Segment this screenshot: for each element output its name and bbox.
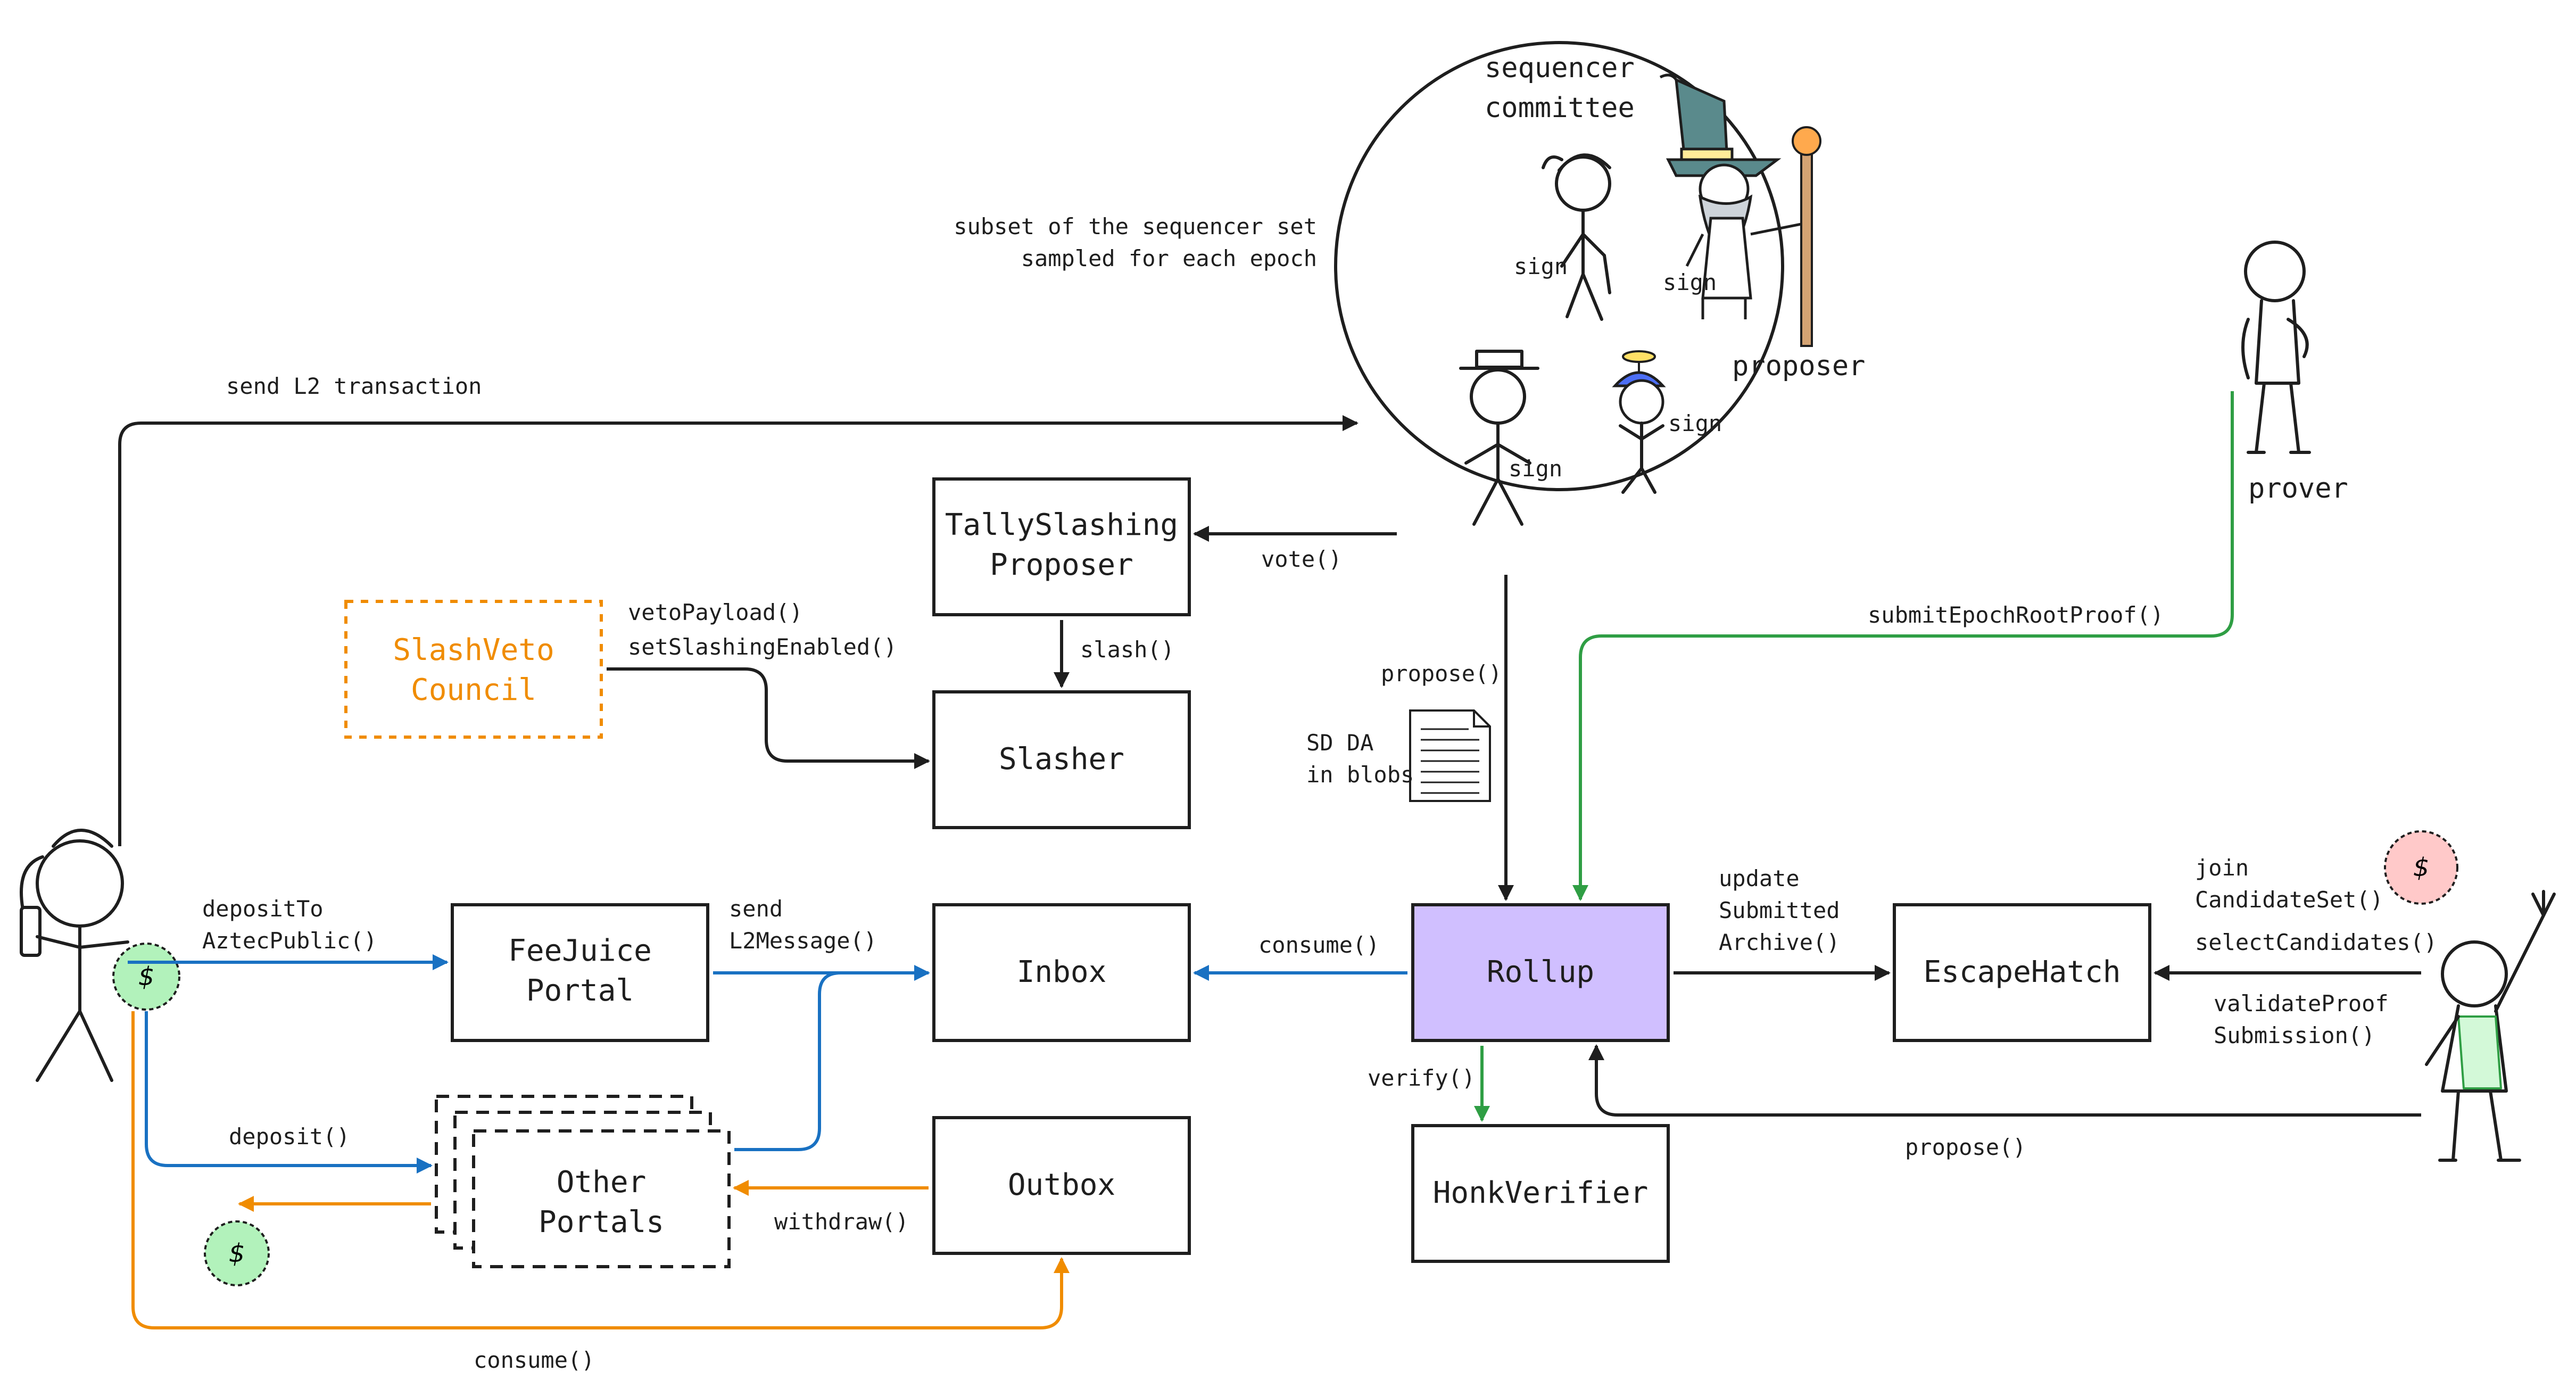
prover-label: prover	[2248, 473, 2348, 505]
label-verify: verify()	[1368, 1065, 1475, 1091]
sign-label-3: sign	[1509, 456, 1562, 482]
label-veto-payload: vetoPayload()	[628, 599, 803, 625]
label-consume-bottom: consume()	[474, 1347, 595, 1373]
svg-text:$: $	[138, 962, 155, 992]
arrow-veto	[607, 667, 930, 769]
label-update-2: Submitted	[1719, 897, 1840, 923]
svg-text:$: $	[229, 1238, 245, 1268]
committee-subset-line1: subset of the sequencer set	[954, 213, 1317, 239]
svg-text:HonkVerifier: HonkVerifier	[1433, 1176, 1649, 1210]
coin-candidate: $	[2384, 830, 2458, 905]
arrow-submit-epoch-root-proof	[1572, 391, 2234, 901]
svg-text:Outbox: Outbox	[1008, 1168, 1115, 1202]
svg-text:SlashVeto: SlashVeto	[393, 633, 554, 667]
label-deposit-to-2: AztecPublic()	[202, 928, 377, 954]
escapehatch-box: EscapeHatch	[1893, 903, 2151, 1042]
slash-veto-council-box: SlashVeto Council	[344, 600, 603, 739]
slasher-box: Slasher	[932, 690, 1191, 829]
svg-text:Portals: Portals	[539, 1205, 664, 1240]
sign-label-2: sign	[1663, 269, 1717, 295]
label-vote: vote()	[1261, 546, 1342, 572]
svg-text:Council: Council	[411, 673, 536, 707]
sequencer-figure-1	[1542, 153, 1611, 321]
label-send-msg-2: L2Message()	[729, 928, 877, 954]
svg-text:Proposer: Proposer	[990, 548, 1133, 582]
coin-withdrawn: $	[204, 1220, 270, 1286]
svg-text:Slasher: Slasher	[999, 742, 1124, 776]
committee-title-line1: sequencer	[1485, 52, 1635, 84]
label-send-msg-1: send	[729, 896, 783, 922]
label-propose-bottom: propose()	[1905, 1134, 2026, 1160]
committee-subset-line2: sampled for each epoch	[1021, 245, 1317, 271]
sign-label-1: sign	[1514, 253, 1568, 279]
svg-text:EscapeHatch: EscapeHatch	[1924, 955, 2121, 989]
proposer-label: proposer	[1732, 350, 1865, 382]
arrow-consume-outbox	[131, 1011, 1070, 1329]
svg-text:TallySlashing: TallySlashing	[945, 508, 1178, 542]
arrow-portals-to-inbox	[734, 971, 841, 1151]
label-submit-epoch-root-proof: submitEpochRootProof()	[1868, 602, 2164, 628]
label-sd-da-2: in blobs	[1306, 762, 1414, 788]
label-deposit: deposit()	[229, 1123, 350, 1150]
svg-text:$: $	[2413, 853, 2430, 882]
label-validate-2: Submission()	[2214, 1022, 2375, 1048]
label-consume: consume()	[1258, 932, 1380, 958]
tallyslashing-proposer-box: TallySlashing Proposer	[932, 477, 1191, 616]
arrow-propose-bottom	[1588, 1044, 2421, 1117]
blob-document-icon	[1409, 709, 1491, 802]
committee-title-line2: committee	[1485, 92, 1635, 124]
coin-user-hand: $	[112, 943, 180, 1011]
sign-label-4: sign	[1668, 410, 1722, 436]
arrow-send-l2-transaction	[118, 415, 1359, 846]
svg-text:Other: Other	[557, 1165, 647, 1200]
prover-figure	[2241, 241, 2311, 454]
label-set-slashing-enabled: setSlashingEnabled()	[628, 634, 897, 660]
sequencer-figure-4	[1612, 350, 1666, 494]
label-sd-da-1: SD DA	[1306, 730, 1373, 756]
label-join-1: join	[2195, 855, 2249, 881]
feejuice-portal-box: FeeJuice Portal	[451, 903, 709, 1042]
label-update-1: update	[1719, 865, 1800, 891]
outbox-box: Outbox	[932, 1116, 1191, 1255]
label-validate-1: validateProof	[2214, 990, 2389, 1017]
honkverifier-box: HonkVerifier	[1411, 1124, 1670, 1263]
label-slash: slash()	[1080, 637, 1174, 663]
wizard-proposer-figure	[1659, 73, 1821, 347]
svg-text:Portal: Portal	[526, 973, 634, 1008]
label-propose: propose()	[1381, 660, 1502, 687]
svg-text:Inbox: Inbox	[1017, 955, 1107, 989]
rollup-box: Rollup	[1411, 903, 1670, 1042]
sequencer-committee: sequencer committee sign	[1334, 41, 1865, 526]
svg-text:FeeJuice: FeeJuice	[508, 933, 652, 968]
sequencer-figure-3	[1459, 350, 1539, 526]
candidate-figure	[2425, 890, 2556, 1162]
label-select-candidates: selectCandidates()	[2195, 929, 2437, 955]
label-join-2: CandidateSet()	[2195, 887, 2383, 913]
label-send-l2-transaction: send L2 transaction	[226, 373, 482, 399]
arrow-deposit	[145, 1011, 433, 1174]
label-withdraw: withdraw()	[774, 1209, 909, 1235]
svg-text:Rollup: Rollup	[1487, 955, 1594, 989]
label-deposit-to-1: depositTo	[202, 896, 324, 922]
inbox-box: Inbox	[932, 903, 1191, 1042]
label-update-3: Archive()	[1719, 929, 1840, 955]
user-figure	[20, 829, 129, 1082]
other-portals-stack: Other Portals	[435, 1095, 731, 1268]
